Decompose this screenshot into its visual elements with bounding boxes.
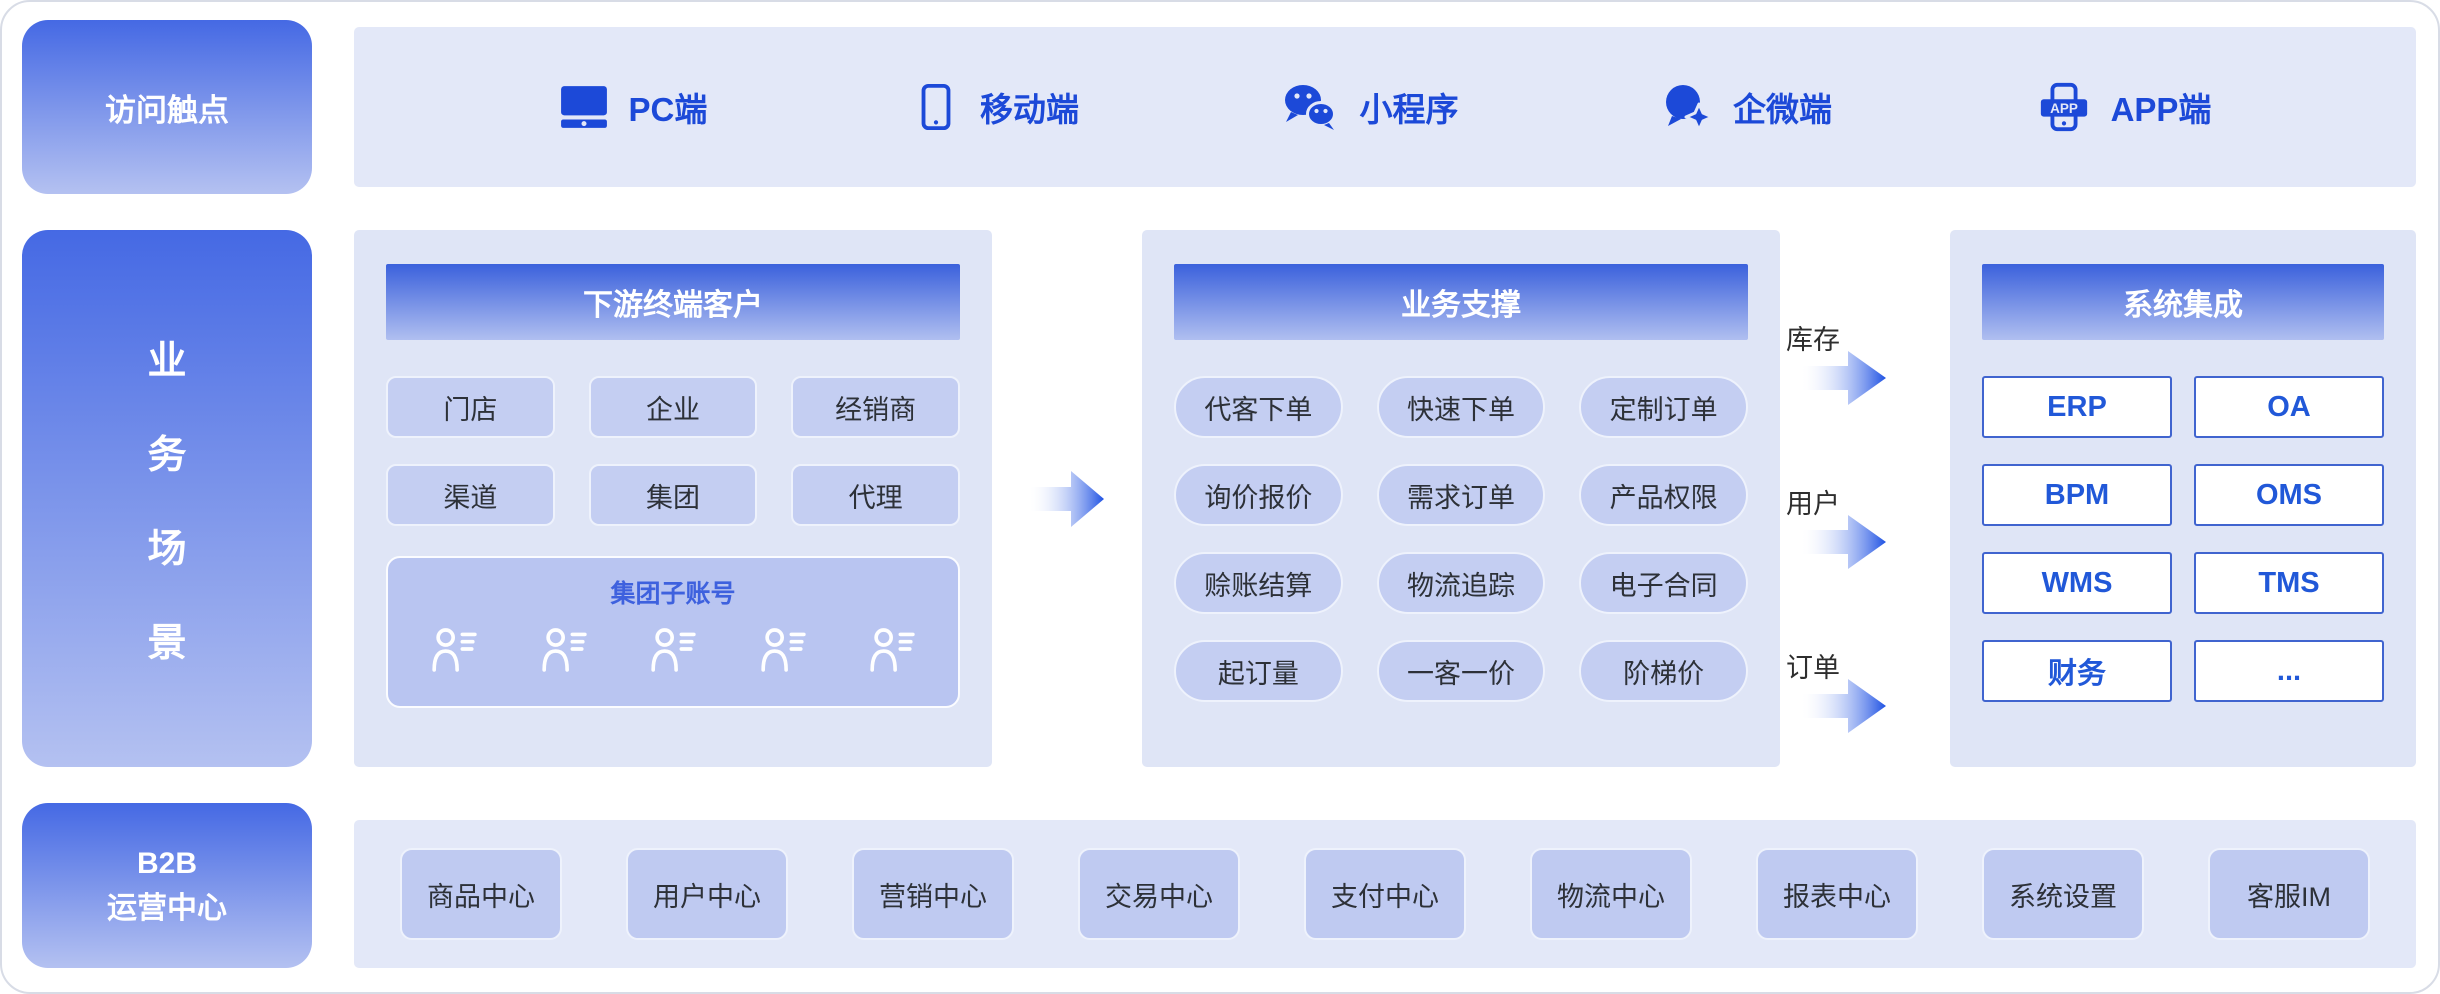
user-icon (432, 628, 477, 672)
operation-center-chip: 用户中心 (626, 848, 788, 940)
operation-center-chip: 商品中心 (400, 848, 562, 940)
capability-chip: 物流追踪 (1376, 552, 1546, 614)
right-arrow-icon (1802, 351, 1886, 405)
business-panel-header: 业务支撑 (1174, 264, 1748, 340)
downstream-customers-panel: 下游终端客户 门店 企业 经销商 渠道 集团 代理 集团子账号 (354, 230, 992, 767)
business-support-panel: 业务支撑 代客下单 快速下单 定制订单 询价报价 需求订单 产品权限 赊账结算 … (1142, 230, 1780, 767)
right-arrow-icon (1030, 470, 1104, 527)
flow-inventory: 库存 (1780, 318, 1950, 409)
operation-center-chip: 交易中心 (1078, 848, 1240, 940)
rail-scene-char: 场 (147, 527, 187, 571)
operation-center-chip: 物流中心 (1530, 848, 1692, 940)
user-icon (760, 628, 806, 672)
right-arrow-icon (1802, 679, 1886, 733)
svg-text:APP: APP (2050, 101, 2078, 116)
wechat-icon (1285, 85, 1337, 130)
customer-type-chip: 经销商 (791, 376, 960, 438)
operation-center-bar: 商品中心 用户中心 营销中心 交易中心 支付中心 物流中心 报表中心 系统设置 … (354, 820, 2416, 968)
rail-scene-char: 业 (147, 339, 187, 383)
channel-pc: PC端 (559, 83, 708, 131)
user-icon (870, 628, 915, 672)
group-subaccount-box: 集团子账号 (386, 556, 960, 708)
channel-mobile: 移动端 (912, 82, 1079, 132)
system-box: OMS (2194, 464, 2384, 526)
flow-label: 库存 (1786, 325, 1840, 355)
user-icon (541, 628, 587, 672)
system-box: ERP (1982, 376, 2172, 438)
panel-connector-zone (992, 230, 1142, 767)
user-icon (651, 628, 696, 672)
system-box: TMS (2194, 552, 2384, 614)
panel-title: 业务支撑 (1401, 289, 1521, 322)
rail-scene-char: 景 (147, 621, 187, 665)
system-integration-panel: 系统集成 ERP OA BPM OMS WMS TMS 财务 ... (1950, 230, 2416, 767)
capability-chip: 阶梯价 (1579, 640, 1748, 702)
flow-label: 用户 (1786, 489, 1840, 519)
panel-title: 系统集成 (2123, 289, 2243, 322)
capability-chip: 定制订单 (1579, 376, 1748, 438)
system-box: OA (2194, 376, 2384, 438)
system-box: 财务 (1982, 640, 2172, 702)
downstream-items-grid: 门店 企业 经销商 渠道 集团 代理 (386, 376, 960, 526)
system-box: WMS (1982, 552, 2172, 614)
channels-bar: PC端 移动端 (354, 27, 2416, 187)
system-box: BPM (1982, 464, 2172, 526)
rail-business-scenarios: 业 务 场 景 (22, 230, 312, 767)
customer-type-chip: 企业 (588, 376, 758, 438)
capability-chip: 询价报价 (1174, 464, 1343, 526)
wecom-icon (1666, 85, 1714, 132)
rail-b2b-operation-center: B2B 运营中心 (22, 803, 312, 968)
customer-type-chip: 门店 (386, 376, 555, 438)
channel-label: APP端 (2110, 91, 2212, 128)
business-scenario-row: 下游终端客户 门店 企业 经销商 渠道 集团 代理 集团子账号 (354, 230, 2416, 767)
capability-chip: 快速下单 (1376, 376, 1546, 438)
capability-chip: 赊账结算 (1174, 552, 1343, 614)
mobile-icon (921, 83, 951, 131)
capability-chip: 起订量 (1174, 640, 1343, 702)
channel-label: 移动端 (979, 91, 1079, 128)
rail-access-touchpoints: 访问触点 (22, 20, 312, 194)
flow-label: 订单 (1786, 653, 1840, 683)
integration-items-grid: ERP OA BPM OMS WMS TMS 财务 ... (1982, 376, 2384, 702)
pc-icon (560, 86, 607, 128)
operation-center-chip: 客服IM (2208, 848, 2370, 940)
operation-center-chip: 报表中心 (1756, 848, 1918, 940)
channel-label: 小程序 (1359, 91, 1459, 128)
system-box: ... (2194, 640, 2384, 702)
channel-miniprogram: 小程序 (1283, 83, 1458, 131)
customer-type-chip: 代理 (791, 464, 960, 526)
channel-wecom: 企微端 (1663, 82, 1832, 132)
business-items-grid: 代客下单 快速下单 定制订单 询价报价 需求订单 产品权限 赊账结算 物流追踪 … (1174, 376, 1748, 702)
rail-b2b-line1: B2B (136, 846, 197, 880)
downstream-panel-header: 下游终端客户 (386, 264, 960, 340)
capability-chip: 需求订单 (1376, 464, 1546, 526)
customer-type-chip: 集团 (588, 464, 758, 526)
flow-users: 用户 (1780, 482, 1950, 573)
channel-label: 企微端 (1733, 91, 1833, 128)
rail-scene-char: 务 (147, 433, 187, 477)
operation-center-chip: 支付中心 (1304, 848, 1466, 940)
channel-label: PC端 (628, 91, 708, 128)
rail-b2b-line2: 运营中心 (107, 891, 227, 925)
channel-app: APP APP端 (2037, 82, 2212, 132)
operation-center-chip: 营销中心 (852, 848, 1014, 940)
integration-flow-arrows: 库存 用户 (1780, 230, 1950, 767)
capability-chip: 产品权限 (1579, 464, 1748, 526)
capability-chip: 代客下单 (1174, 376, 1343, 438)
flow-orders: 订单 (1780, 646, 1950, 737)
integration-panel-header: 系统集成 (1982, 264, 2384, 340)
rail-access-label: 访问触点 (105, 92, 229, 128)
customer-type-chip: 渠道 (386, 464, 555, 526)
operation-center-chip: 系统设置 (1982, 848, 2144, 940)
subaccount-title: 集团子账号 (610, 580, 736, 608)
right-arrow-icon (1802, 515, 1886, 569)
capability-chip: 电子合同 (1579, 552, 1748, 614)
capability-chip: 一客一价 (1376, 640, 1546, 702)
subaccount-user-icons (430, 626, 916, 672)
panel-title: 下游终端客户 (583, 289, 763, 322)
app-icon: APP (2040, 82, 2087, 132)
